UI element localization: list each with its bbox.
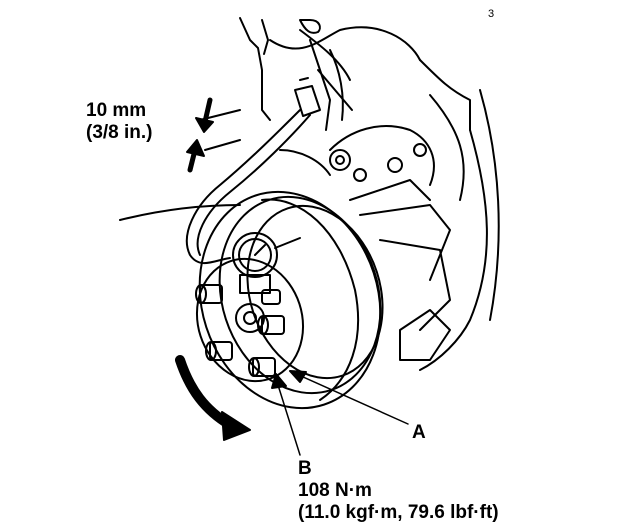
torque-nm-label: 108 N·m — [298, 480, 372, 501]
wheel-nut — [205, 341, 233, 361]
callout-b-letter: B — [298, 458, 312, 479]
rotation-arrow — [175, 355, 251, 441]
offset-arrows — [186, 97, 214, 173]
wheel-nut — [195, 284, 223, 304]
offset-imperial-label: (3/8 in.) — [86, 122, 153, 143]
wheel-nut — [257, 315, 285, 335]
dial-indicator — [232, 232, 301, 294]
callout-a-letter: A — [412, 422, 426, 443]
sensor-cable — [185, 77, 321, 265]
offset-metric-label: 10 mm — [86, 100, 147, 121]
torque-other-units-label: (11.0 kgf·m, 79.6 lbf·ft) — [298, 502, 499, 523]
wheel-nut — [248, 357, 276, 377]
page-mark: 3 — [488, 8, 495, 20]
callout-a-leader — [289, 370, 409, 425]
brake-rotor — [198, 190, 384, 410]
wheel-hub — [195, 257, 305, 383]
suspension-background — [119, 17, 500, 371]
wheel-nuts — [195, 284, 285, 377]
callout-b-leader — [271, 373, 301, 456]
